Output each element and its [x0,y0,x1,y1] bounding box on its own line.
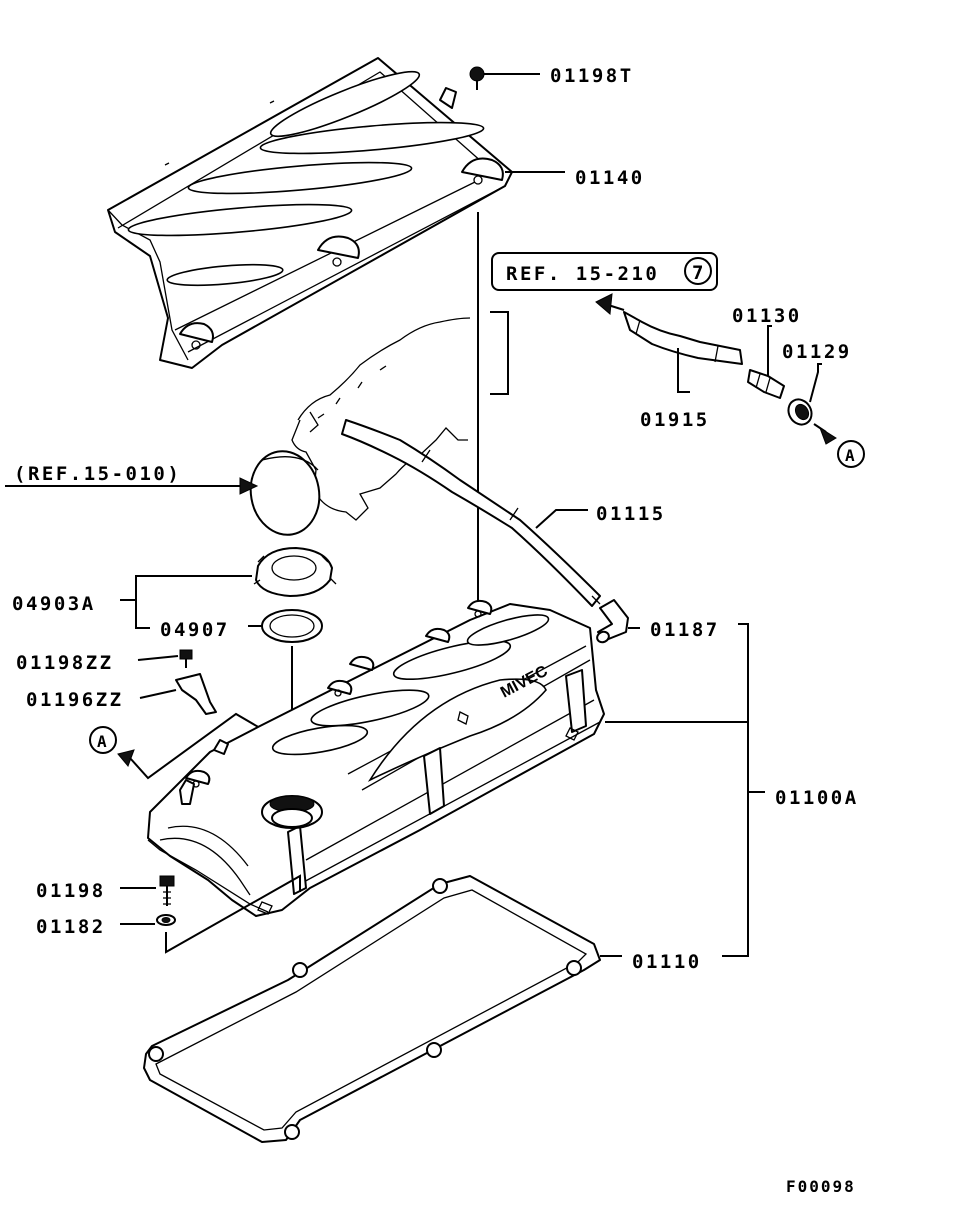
connector-A-left: A [89,712,261,780]
callout-01140: 01140 [575,167,645,189]
callout-01129: 01129 [782,341,852,363]
washer-01182 [120,914,176,926]
callout-04903A: 04903A [12,593,96,615]
callout-01187: 01187 [650,619,720,641]
bolt-01198T [469,66,540,90]
breather-hose-01115 [341,419,601,607]
valve-cover-gasket-01110 [143,875,622,1143]
callout-01182: 01182 [36,916,106,938]
valve-cover-01100A: MIVEC [147,599,605,917]
pcv-hose-01915 [595,293,743,393]
ref-box-circle-number: 7 [692,262,706,284]
grommet-01129: A [787,363,865,468]
cap-gasket-04907 [248,609,323,643]
pcv-valve-01130 [747,325,785,399]
bracket-01196ZZ [139,673,217,715]
callout-01198T: 01198T [550,65,634,87]
connector-mark-A-left: A [97,732,109,751]
callout-01110: 01110 [632,951,702,973]
bolt-01198 [120,875,175,906]
ref-box-label: REF. 15-210 [506,263,659,285]
engine-cover-top [107,57,513,369]
ref-air-intake: (REF.15-010) [14,463,181,485]
air-intake-reference [5,317,471,536]
callout-01198ZZ: 01198ZZ [16,652,114,674]
ref-box-15-210: REF. 15-210 7 [491,252,718,291]
oil-filler-cap-04903A [120,547,337,629]
figure-code: F00098 [786,1177,856,1196]
bolt-01198ZZ [137,649,193,668]
callout-01100A: 01100A [775,787,859,809]
connector-mark-A-right: A [845,446,857,465]
callout-01196ZZ: 01196ZZ [26,689,124,711]
callout-01130: 01130 [732,305,802,327]
elbow-fitting-01187 [596,599,640,644]
callout-01115: 01115 [596,503,666,525]
callout-01915: 01915 [640,409,710,431]
callout-01198: 01198 [36,880,106,902]
callout-04907: 04907 [160,619,230,641]
